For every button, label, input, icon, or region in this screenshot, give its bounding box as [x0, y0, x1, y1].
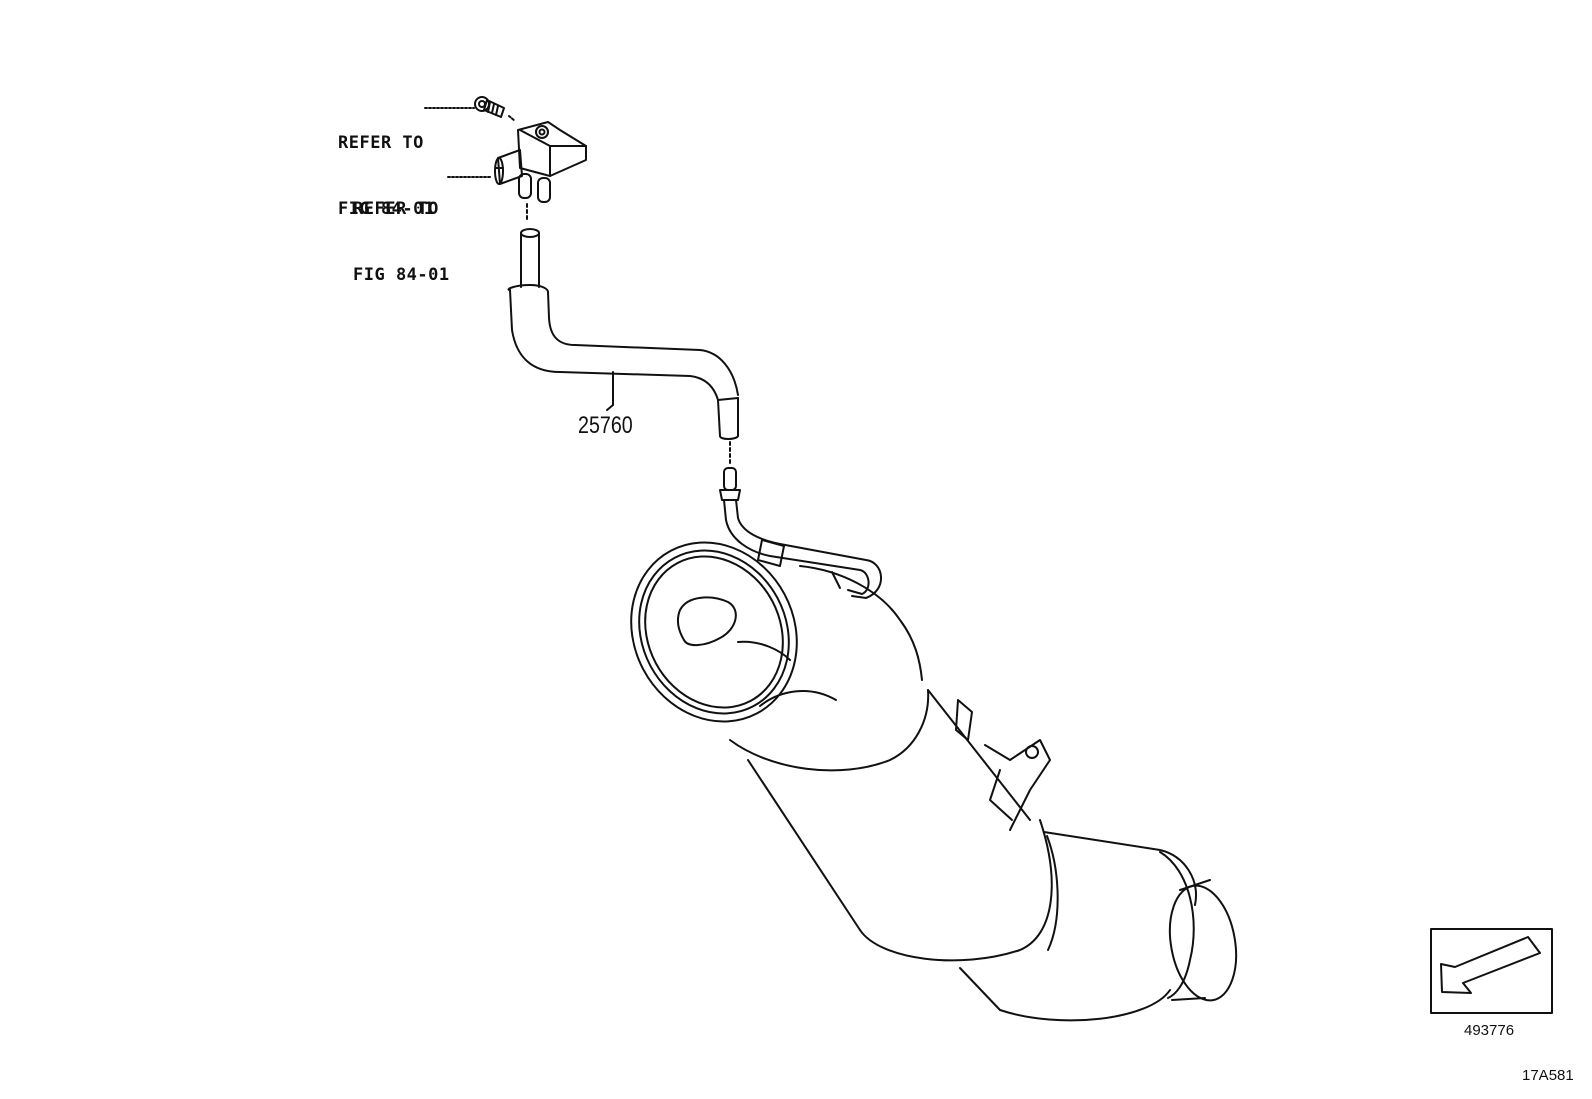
callout-line1: REFER TO — [338, 133, 424, 153]
callout-line2: FIG 84-01 — [353, 265, 450, 285]
callout-refer-sensor[interactable]: REFER TO FIG 84-01 — [353, 154, 450, 308]
illustration-code: 17A581 — [1522, 1067, 1574, 1084]
front-indicator-code: 493776 — [1464, 1022, 1515, 1039]
sensor-pipe — [719, 467, 882, 599]
callout-line2: FIG 84-01 — [338, 199, 435, 219]
callout-refer-screw[interactable]: REFER TO FIG 84-01 — [338, 88, 435, 242]
front-direction-arrow-icon — [1430, 928, 1553, 1014]
callout-leaders — [424, 107, 493, 178]
pressure-sensor-icon — [494, 121, 587, 221]
catalytic-converter-icon — [630, 541, 1238, 1022]
callout-line1: REFER TO — [353, 199, 439, 219]
screw-icon — [474, 96, 516, 122]
vacuum-hose — [507, 228, 739, 467]
part-number-label[interactable]: 25760 — [578, 412, 633, 439]
